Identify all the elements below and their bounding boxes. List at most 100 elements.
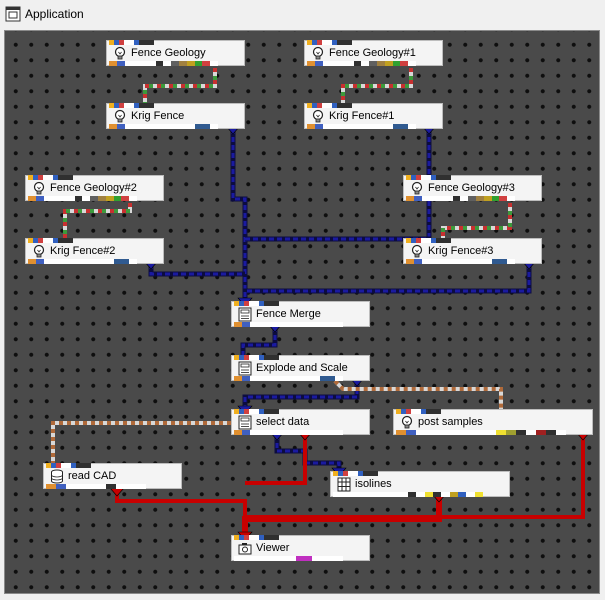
wire-fence-geology-to-krig-fence[interactable] bbox=[143, 68, 217, 103]
application-window-icon bbox=[5, 6, 21, 22]
wire-select-data-to-isolines[interactable] bbox=[274, 435, 342, 471]
output-ports[interactable] bbox=[234, 556, 343, 561]
input-ports[interactable] bbox=[109, 40, 154, 45]
input-ports[interactable] bbox=[234, 409, 279, 414]
wire-krig-fence-3-to-fence-merge-stripe[interactable] bbox=[243, 264, 531, 301]
output-ports[interactable] bbox=[406, 196, 515, 201]
input-ports[interactable] bbox=[307, 40, 352, 45]
module-fence-geology[interactable]: Fence Geology bbox=[106, 40, 245, 66]
module-krig-fence-1[interactable]: Krig Fence#1 bbox=[304, 103, 443, 129]
module-label: Explode and Scale bbox=[256, 362, 348, 374]
output-ports[interactable] bbox=[46, 484, 146, 489]
output-ports[interactable] bbox=[109, 61, 218, 66]
module-label: Fence Merge bbox=[256, 308, 321, 320]
module-label: Krig Fence bbox=[131, 110, 185, 122]
output-ports[interactable] bbox=[28, 196, 137, 201]
lightbulb-icon bbox=[410, 181, 424, 196]
output-ports[interactable] bbox=[234, 322, 343, 327]
module-label: Krig Fence#3 bbox=[428, 245, 494, 257]
module-label: Fence Geology#1 bbox=[329, 47, 416, 59]
wire-fence-merge-to-explode-stripe[interactable] bbox=[241, 327, 277, 355]
input-ports[interactable] bbox=[333, 471, 378, 476]
wire-post-samples-to-viewer[interactable] bbox=[245, 435, 585, 519]
wire-explode-to-post-samples-s1[interactable] bbox=[333, 379, 503, 409]
output-ports[interactable] bbox=[396, 430, 566, 435]
module-explode-and-scale[interactable]: Explode and Scale bbox=[231, 355, 370, 381]
input-ports[interactable] bbox=[406, 175, 451, 180]
wire-read-cad-to-select-data[interactable] bbox=[51, 421, 231, 463]
module-label: Fence Geology#3 bbox=[428, 182, 515, 194]
document-module-icon bbox=[238, 361, 252, 376]
wire-fence-geology-2-to-krig-fence-2-s1[interactable] bbox=[63, 203, 132, 238]
input-ports[interactable] bbox=[307, 103, 352, 108]
module-krig-fence[interactable]: Krig Fence bbox=[106, 103, 245, 129]
input-ports[interactable] bbox=[234, 355, 279, 360]
wire-fence-geology-2-to-krig-fence-2[interactable] bbox=[63, 203, 132, 238]
wire-krig-fence-to-fence-merge-stripe[interactable] bbox=[231, 129, 247, 301]
module-krig-fence-2[interactable]: Krig Fence#2 bbox=[25, 238, 164, 264]
input-ports[interactable] bbox=[28, 175, 73, 180]
output-ports[interactable] bbox=[28, 259, 137, 264]
document-module-icon bbox=[238, 415, 252, 430]
wire-fence-geology-3-to-krig-fence-3-s1[interactable] bbox=[441, 203, 512, 238]
wire-fence-geology-3-to-krig-fence-3[interactable] bbox=[441, 203, 512, 238]
output-ports[interactable] bbox=[333, 492, 483, 497]
read-cad-render-output-arrow-icon[interactable] bbox=[109, 487, 125, 497]
module-select-data[interactable]: select data bbox=[231, 409, 370, 435]
module-fence-geology-3[interactable]: Fence Geology#3 bbox=[403, 175, 542, 201]
wire-krig-fence-1-to-fence-merge-stripe[interactable] bbox=[245, 237, 431, 249]
module-label: select data bbox=[256, 416, 310, 428]
wire-read-cad-to-select-data-s1[interactable] bbox=[51, 421, 231, 463]
wire-fence-geology-2-to-krig-fence-2-s2[interactable] bbox=[63, 203, 132, 238]
input-ports[interactable] bbox=[234, 535, 279, 540]
lightbulb-icon bbox=[32, 181, 46, 196]
module-label: post samples bbox=[418, 416, 483, 428]
wire-read-cad-to-viewer[interactable] bbox=[115, 491, 247, 535]
module-label: read CAD bbox=[68, 470, 117, 482]
wire-fence-merge-to-explode[interactable] bbox=[240, 327, 278, 355]
window-titlebar: Application bbox=[0, 0, 605, 28]
module-viewer[interactable]: Viewer bbox=[231, 535, 370, 561]
lightbulb-icon bbox=[113, 109, 127, 124]
output-ports[interactable] bbox=[109, 124, 218, 129]
wire-fence-geology-1-to-krig-fence-1-s2[interactable] bbox=[341, 68, 413, 103]
output-ports[interactable] bbox=[307, 124, 416, 129]
wire-explode-to-post-samples[interactable] bbox=[333, 379, 503, 409]
wire-fence-geology-1-to-krig-fence-1-s1[interactable] bbox=[341, 68, 413, 103]
wire-fence-geology-to-krig-fence-s1[interactable] bbox=[143, 68, 217, 103]
lightbulb-icon bbox=[32, 244, 46, 259]
window-title: Application bbox=[25, 7, 84, 21]
input-ports[interactable] bbox=[109, 103, 154, 108]
input-ports[interactable] bbox=[28, 238, 73, 243]
output-ports[interactable] bbox=[406, 259, 515, 264]
input-ports[interactable] bbox=[46, 463, 91, 468]
module-label: Fence Geology bbox=[131, 47, 206, 59]
module-label: Krig Fence#1 bbox=[329, 110, 395, 122]
input-ports[interactable] bbox=[396, 409, 441, 414]
module-label: Krig Fence#2 bbox=[50, 245, 116, 257]
module-fence-geology-2[interactable]: Fence Geology#2 bbox=[25, 175, 164, 201]
wire-krig-fence-2-to-fence-merge-stripe[interactable] bbox=[149, 264, 245, 276]
lightbulb-icon bbox=[311, 109, 325, 124]
module-krig-fence-3[interactable]: Krig Fence#3 bbox=[403, 238, 542, 264]
input-ports[interactable] bbox=[406, 238, 451, 243]
module-fence-geology-1[interactable]: Fence Geology#1 bbox=[304, 40, 443, 66]
grid-module-icon bbox=[337, 477, 351, 492]
wire-fence-geology-3-to-krig-fence-3-s2[interactable] bbox=[441, 203, 512, 238]
module-post-samples[interactable]: post samples bbox=[393, 409, 593, 435]
output-ports[interactable] bbox=[234, 376, 343, 381]
wire-select-data-to-viewer[interactable] bbox=[245, 435, 307, 485]
module-fence-merge[interactable]: Fence Merge bbox=[231, 301, 370, 327]
wire-krig-fence-3-to-fence-merge[interactable] bbox=[242, 264, 532, 301]
wire-fence-geology-to-krig-fence-s2[interactable] bbox=[143, 68, 217, 103]
document-module-icon bbox=[238, 307, 252, 322]
lightbulb-icon bbox=[113, 46, 127, 61]
module-read-cad[interactable]: read CAD bbox=[43, 463, 182, 489]
database-icon bbox=[50, 469, 64, 484]
output-ports[interactable] bbox=[234, 430, 343, 435]
module-label: Fence Geology#2 bbox=[50, 182, 137, 194]
module-isolines[interactable]: isolines bbox=[330, 471, 510, 497]
input-ports[interactable] bbox=[234, 301, 279, 306]
output-ports[interactable] bbox=[307, 61, 416, 66]
